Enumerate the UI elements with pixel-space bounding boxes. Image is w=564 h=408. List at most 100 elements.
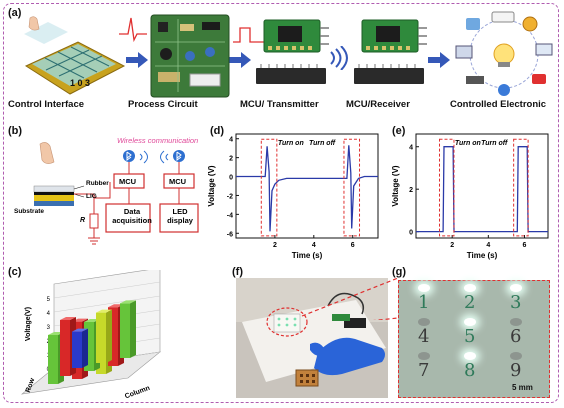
x-tick-label: 6 — [523, 242, 527, 249]
bar — [48, 335, 58, 384]
led-light — [418, 352, 430, 360]
turn-on-box — [260, 138, 278, 237]
controlled-electronics-image — [455, 11, 553, 96]
voltage-trace — [416, 146, 548, 233]
bar-side — [106, 309, 112, 363]
led-digit-label: 4 — [418, 326, 430, 347]
voltage-trace — [236, 145, 378, 232]
x-axis-label: Time (s) — [467, 251, 498, 260]
led-digit-cell: 7 — [406, 350, 446, 384]
caption-process-circuit: Process Circuit — [128, 99, 198, 110]
panel-label-e: (e) — [392, 125, 406, 137]
y-axis-label: Voltage (V) — [207, 165, 216, 207]
figure-frame — [3, 3, 559, 403]
z-tick-label: 4 — [47, 311, 51, 317]
z-tick-label: 5 — [47, 297, 51, 303]
turn-off-annotation: Turn off — [309, 140, 336, 147]
x-tick-label: 4 — [486, 242, 490, 249]
finger-icon — [39, 142, 55, 164]
photo-hand-on-pad — [236, 278, 388, 398]
led-digit-label: 8 — [464, 360, 476, 381]
y-tick-label: 4 — [409, 145, 413, 152]
led-light — [418, 318, 430, 326]
led-digit-label: 3 — [510, 292, 522, 313]
y-tick-label: 2 — [409, 187, 413, 194]
plot-frame — [415, 133, 549, 239]
led-light — [510, 318, 522, 326]
y-tick-label: 0 — [409, 230, 413, 237]
led-light — [510, 284, 522, 292]
led-digit-cell: 1 — [406, 282, 446, 316]
mcu-receiver-image — [354, 19, 427, 84]
led-light — [418, 284, 430, 292]
led-digit-label: 5 — [464, 326, 476, 347]
mcu-right-label: MCU — [169, 177, 187, 186]
turn-on-annotation: Turn on — [455, 140, 481, 147]
turn-off-box — [513, 138, 529, 237]
x-axis-label: Time (s) — [292, 251, 323, 260]
zoom-guide-lines — [301, 277, 399, 320]
panel-label-a: (a) — [8, 7, 22, 19]
bar-side — [130, 300, 136, 358]
led-light — [464, 318, 476, 326]
rubber-label: Rubber — [86, 180, 109, 187]
control-interface-image: 1 0 3 — [24, 16, 126, 95]
bar-top — [60, 317, 76, 320]
x-tick-label: 6 — [351, 242, 355, 249]
arrow-right-icon — [428, 52, 450, 68]
bar — [84, 322, 94, 371]
panel-label-d: (d) — [210, 125, 225, 137]
led-digit-cell: 2 — [452, 282, 492, 316]
x-tick-label: 2 — [273, 242, 277, 249]
y-tick-label: -4 — [227, 212, 233, 219]
svg-text:1 0 3: 1 0 3 — [70, 78, 90, 88]
led-light — [464, 284, 476, 292]
bar-top — [72, 328, 88, 332]
turn-off-box — [343, 138, 361, 237]
x-tick-label: 4 — [312, 242, 316, 249]
bar — [108, 307, 118, 366]
panel-label-f: (f) — [232, 266, 243, 278]
substrate-label: Substrate — [14, 208, 44, 215]
arrow-right-icon — [229, 52, 251, 68]
y-tick-label: -2 — [227, 193, 233, 200]
bar — [96, 312, 106, 363]
led-digit-cell: 5 — [452, 316, 492, 350]
panel-label-g: (g) — [392, 266, 407, 278]
y-axis-label: Voltage (V) — [391, 165, 400, 207]
turn-on-annotation: Turn on — [278, 140, 304, 147]
mcu-transmitter-image — [256, 19, 329, 84]
led-digit-cell: 6 — [498, 316, 538, 350]
led-digit-cell: 3 — [498, 282, 538, 316]
lig-label: LIG — [86, 193, 97, 200]
panel-label-c: (c) — [8, 266, 22, 278]
turn-off-annotation: Turn off — [481, 140, 508, 147]
y-tick-label: 2 — [229, 156, 233, 163]
caption-mcu-transmitter: MCU/ Transmitter — [240, 99, 319, 110]
bar — [60, 320, 70, 376]
bar — [120, 303, 130, 358]
panel-label-b: (b) — [8, 125, 23, 137]
led-digit-label: 2 — [464, 292, 476, 313]
y-tick-label: 4 — [229, 137, 233, 144]
wireless-label: Wireless communication — [117, 136, 199, 145]
square-wave-icon — [233, 27, 265, 43]
schematic-diagram — [33, 142, 199, 245]
x-tick-label: 2 — [450, 242, 454, 249]
bar-top — [96, 309, 112, 313]
resistor-label: R — [80, 217, 86, 224]
led-digit-label: 7 — [418, 360, 430, 381]
wireless-signal-icon — [330, 46, 348, 70]
z-tick-label: 3 — [47, 325, 51, 331]
bar-side — [82, 328, 88, 368]
grid-line — [53, 295, 161, 313]
y-tick-label: -6 — [227, 231, 233, 238]
led-digit-label: 1 — [418, 292, 430, 313]
led-digit-cell: 8 — [452, 350, 492, 384]
